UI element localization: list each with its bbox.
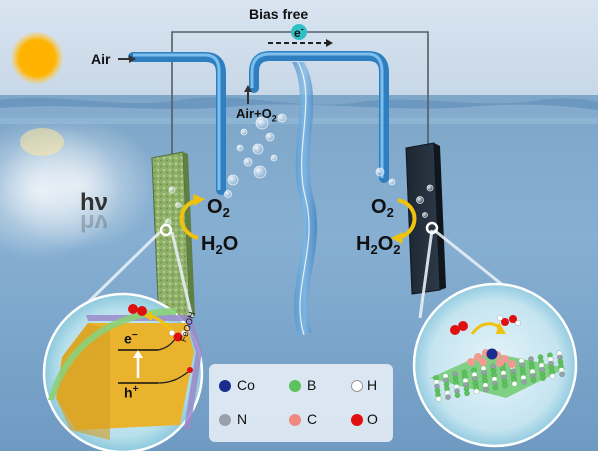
air-o2-label: Air+O2 bbox=[236, 106, 277, 124]
h2o2-molecule bbox=[497, 315, 521, 326]
h2o2-arrow-head bbox=[496, 322, 506, 334]
sun bbox=[11, 32, 63, 84]
legend-label-co: Co bbox=[237, 377, 255, 393]
left-reaction-arrow bbox=[179, 198, 199, 240]
legend-label-n: N bbox=[237, 411, 248, 427]
lattice-atom bbox=[445, 394, 451, 400]
zoom-hole-label: h+ bbox=[124, 384, 139, 401]
oxygen-evolution-arrow-head bbox=[144, 311, 152, 321]
sun-reflection bbox=[20, 128, 64, 156]
h2o-label: H2O bbox=[201, 233, 239, 257]
green-coating bbox=[48, 308, 176, 400]
lattice-atom bbox=[559, 371, 565, 378]
cathode-edge bbox=[434, 143, 446, 290]
lattice-atom bbox=[540, 375, 546, 381]
legend-dot-o bbox=[351, 414, 363, 426]
lattice-atom bbox=[492, 384, 499, 391]
water-surface-highlight bbox=[0, 104, 598, 124]
legend-label-o: O bbox=[367, 411, 378, 427]
cobalt-site bbox=[486, 348, 498, 360]
legend-dot-c bbox=[289, 414, 301, 426]
legend-dot-n bbox=[219, 414, 231, 426]
light-haze bbox=[0, 120, 120, 260]
legend-dot-b bbox=[289, 380, 301, 392]
hole-dot bbox=[187, 367, 193, 373]
o2-label-anode: O2 bbox=[207, 196, 230, 220]
right-reaction-arrow bbox=[397, 198, 417, 240]
lattice-atom bbox=[464, 390, 470, 397]
lattice-atom bbox=[530, 377, 537, 383]
lattice-atom bbox=[549, 373, 556, 379]
zoom-electron-label: e− bbox=[124, 330, 138, 347]
legend-label-c: C bbox=[307, 411, 318, 427]
air-inlet-pipe-highlight bbox=[133, 53, 221, 190]
atom-legend: Co B H N C O bbox=[209, 364, 393, 442]
membrane bbox=[292, 62, 318, 335]
o2-label-cathode: O2 bbox=[371, 196, 394, 220]
cathode-plate bbox=[405, 142, 441, 295]
lattice-atom bbox=[454, 392, 461, 398]
right-reaction-arrow-head bbox=[391, 232, 403, 244]
electron-badge bbox=[291, 24, 307, 40]
air-o2-pipe bbox=[249, 51, 389, 183]
air-label: Air bbox=[91, 51, 111, 67]
lattice-atom bbox=[521, 379, 527, 385]
membrane-edge bbox=[297, 61, 310, 336]
left-zoom-origin bbox=[159, 223, 173, 237]
o2-molecule-right bbox=[450, 321, 468, 335]
bias-free-label: Bias free bbox=[249, 6, 309, 22]
air-o2-pipe-highlight bbox=[250, 52, 384, 178]
lattice-atom bbox=[473, 388, 480, 395]
lattice-atom bbox=[511, 381, 518, 387]
feooh-layer bbox=[86, 315, 202, 430]
right-zoom-origin bbox=[425, 221, 439, 235]
electron-arrow-head bbox=[326, 39, 333, 47]
electron-badge-label: e- bbox=[294, 24, 304, 40]
photon-label: hν bbox=[80, 189, 109, 216]
bubbles bbox=[164, 113, 434, 226]
lattice-atom bbox=[435, 396, 442, 402]
charge-arrow-head bbox=[133, 350, 143, 358]
legend-dot-h bbox=[351, 380, 363, 392]
lattice-atom bbox=[502, 382, 508, 389]
semiconductor-block-front bbox=[56, 323, 110, 440]
left-reaction-arrow-head bbox=[193, 194, 205, 206]
air-arrow-head bbox=[129, 55, 136, 63]
legend-label-h: H bbox=[367, 377, 378, 393]
photon-label-reflection: hν bbox=[80, 209, 109, 236]
legend-dot-co bbox=[219, 380, 231, 392]
o2-molecule-left bbox=[128, 304, 147, 316]
lattice-atom bbox=[483, 386, 489, 393]
catalyst-lattice bbox=[433, 350, 565, 402]
h2o2-label: H2O2 bbox=[356, 233, 401, 257]
legend-label-b: B bbox=[307, 377, 317, 393]
water-molecule-left bbox=[168, 329, 188, 342]
air-o2-arrow-head bbox=[244, 85, 252, 92]
hole-path bbox=[157, 371, 189, 384]
